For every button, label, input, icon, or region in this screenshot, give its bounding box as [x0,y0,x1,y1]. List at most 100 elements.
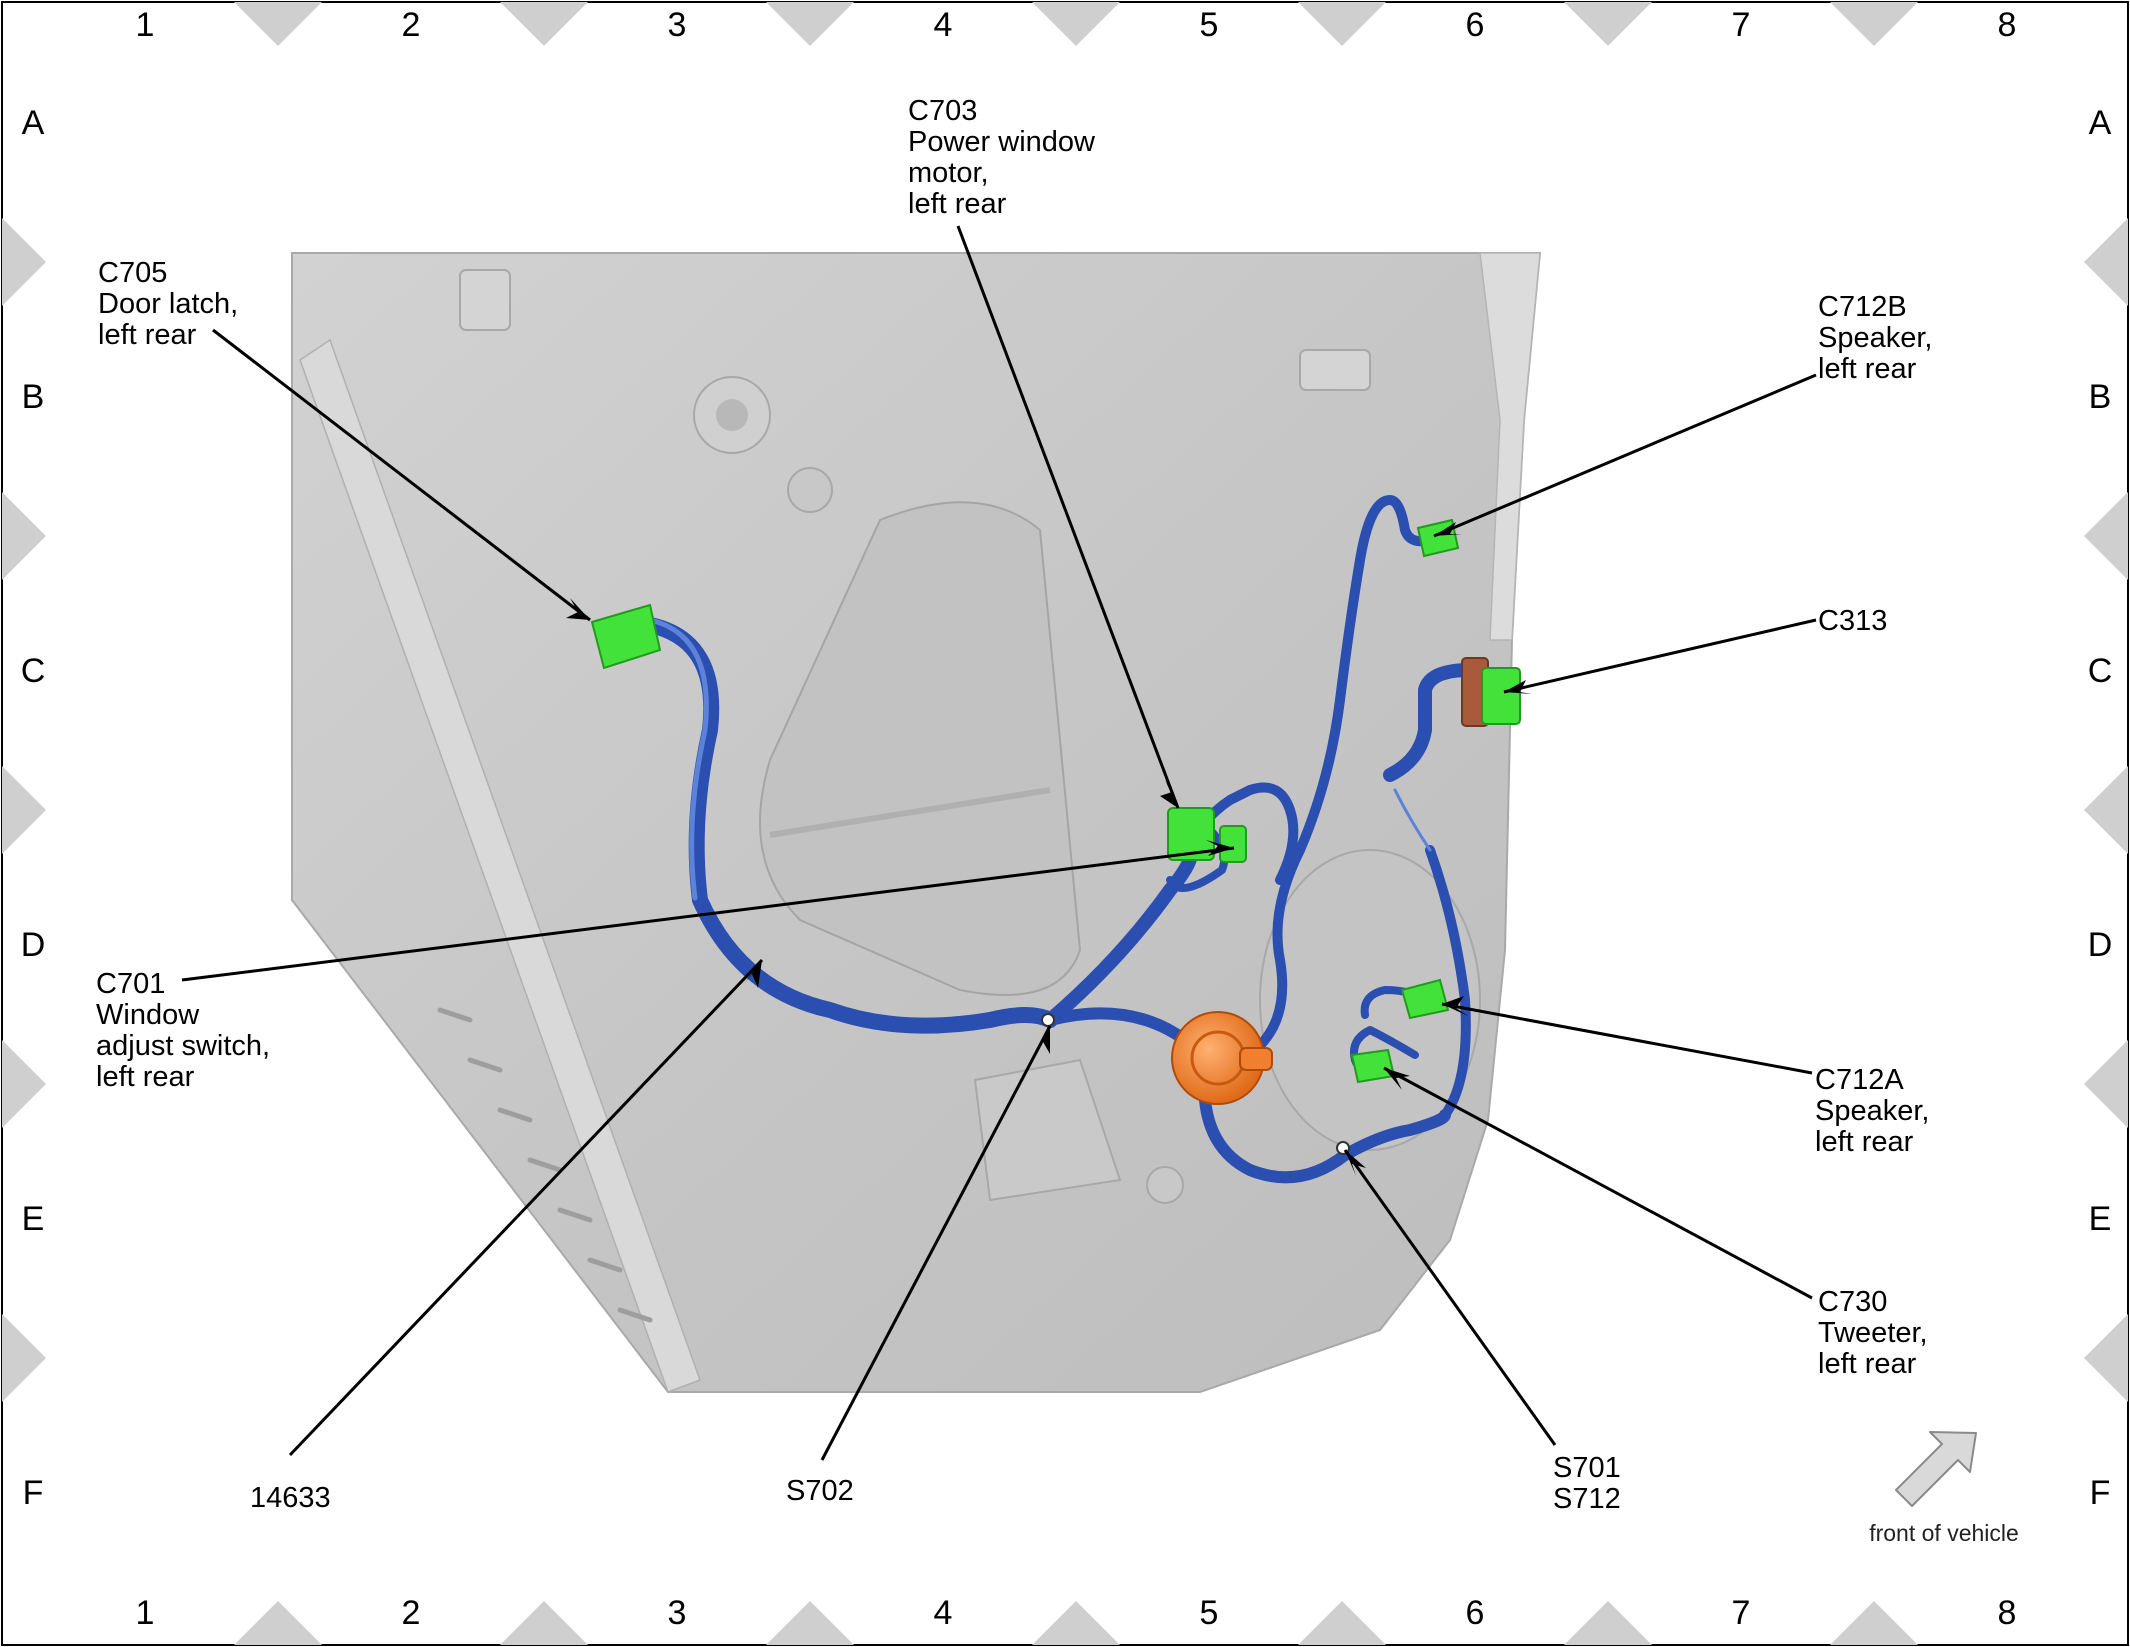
callout-line: C730 [1818,1286,1887,1318]
splice-s702 [1041,1013,1055,1027]
border-diamond [766,1601,854,1645]
connector-c705 [590,603,662,670]
border-diamond [1032,1601,1120,1645]
border-diamond [234,1601,322,1645]
grid-column-label: 4 [934,6,953,44]
grid-column-label: 7 [1732,1594,1751,1632]
callout-line: left rear [908,188,1007,220]
border-diamond [2084,1314,2128,1402]
callout-line: S712 [1553,1483,1621,1515]
grid-column-label: 3 [668,1594,687,1632]
front-of-vehicle-label: front of vehicle [1869,1520,2019,1546]
border-diamond [1298,2,1386,46]
callout-line: Door latch, [98,288,238,320]
grid-row-label: D [21,926,46,964]
power-window-motor [1171,1011,1273,1105]
front-of-vehicle-indicator: front of vehicle [1869,1431,2019,1546]
border-diamond [234,2,322,46]
connector-c701 [1219,825,1247,863]
callout-line: left rear [1818,353,1917,385]
callout-c313: C313 [1818,605,1887,637]
border-diamond [1298,1601,1386,1645]
arrow-up-right-icon [1895,1431,1977,1507]
grid-column-label: 2 [402,1594,421,1632]
border-diamond [1830,1601,1918,1645]
grid-row-label: E [22,1200,45,1238]
callout-line: motor, [908,157,989,189]
callout-line: S701 [1553,1452,1621,1484]
border-diamond [500,2,588,46]
callout-line: left rear [96,1061,195,1093]
grid-column-label: 8 [1998,6,2017,44]
grid-column-labels-top: 1 2 3 4 5 6 7 8 [136,6,2017,44]
grid-column-label: 8 [1998,1594,2017,1632]
callout-line: left rear [98,319,197,351]
grid-row-label: B [2089,378,2112,416]
grid-row-label: F [23,1474,44,1512]
splice-points [1041,1013,1350,1155]
grid-row-label: A [2089,104,2112,142]
border-diamond [1564,1601,1652,1645]
grid-row-label: A [22,104,45,142]
border-diamond [2,766,46,854]
grid-column-label: 6 [1466,6,1485,44]
callout-s702: S702 [786,1475,854,1507]
grid-column-label: 3 [668,6,687,44]
callout-line: C712A [1815,1064,1904,1096]
border-diamond [2,1314,46,1402]
grid-column-label: 1 [136,6,155,44]
border-diamond [2,1040,46,1128]
wiring-harness-14633 [642,495,1477,1184]
callout-line: C705 [98,257,167,289]
border-diamond [1564,2,1652,46]
grid-column-label: 6 [1466,1594,1485,1632]
callout-line: Window [96,999,200,1031]
grid-column-label: 5 [1200,6,1219,44]
grid-row-label: D [2088,926,2113,964]
grid-row-label: C [2088,652,2113,690]
callout-line: adjust switch, [96,1030,270,1062]
border-diamond [766,2,854,46]
leader-lines [181,225,1817,1461]
grid-row-label: E [2089,1200,2112,1238]
callout-line: left rear [1815,1126,1914,1158]
rear-door-panel [291,252,1542,1393]
connector-c730 [1350,1048,1396,1084]
callout-line: Speaker, [1818,322,1932,354]
callout-line: C712B [1818,291,1907,323]
callout-line: 14633 [250,1482,331,1514]
connector-c712a [1400,978,1450,1020]
callout-line: S702 [786,1475,854,1507]
border-diamond [2,492,46,580]
callout-14633: 14633 [250,1482,331,1514]
border-diamond [2,218,46,306]
border-diamond [2084,492,2128,580]
grid-column-label: 4 [934,1594,953,1632]
callout-line: C313 [1818,605,1887,637]
grid-column-label: 7 [1732,6,1751,44]
border-diamond [500,1601,588,1645]
callout-line: Speaker, [1815,1095,1929,1127]
callout-line: left rear [1818,1348,1917,1380]
border-diamond [1032,2,1120,46]
callout-line: C701 [96,968,165,1000]
grid-column-label: 2 [402,6,421,44]
border-diamond [2084,1040,2128,1128]
grid-column-label: 5 [1200,1594,1219,1632]
border-diamond [1830,2,1918,46]
connector-c703 [1167,807,1215,861]
connector-c313 [1481,667,1521,725]
